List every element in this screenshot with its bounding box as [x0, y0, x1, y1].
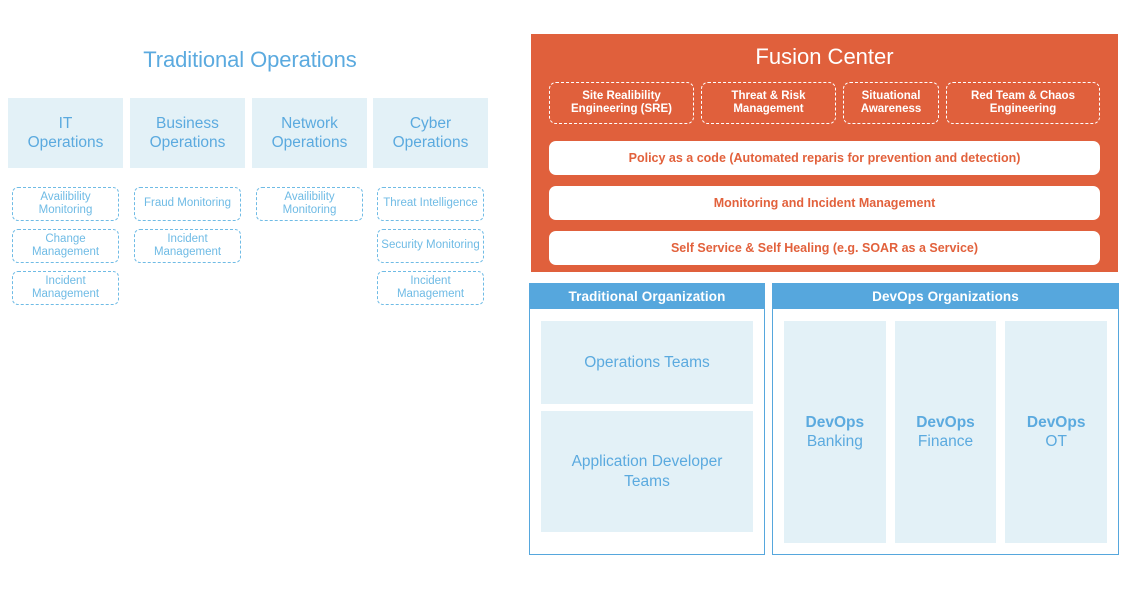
- traditional-column-business-operations: Business Operations Fraud Monitoring Inc…: [130, 98, 245, 263]
- list-item: Fraud Monitoring: [134, 187, 241, 221]
- devops-box-line2: Banking: [806, 433, 863, 450]
- fusion-center-title: Fusion Center: [755, 44, 894, 69]
- org-box-operations-teams: Operations Teams: [541, 321, 753, 404]
- column-header-cyber-operations: Cyber Operations: [373, 98, 488, 168]
- column-header-line2: Operations: [149, 134, 226, 151]
- column-header-line1: IT: [58, 115, 73, 132]
- column-header-it-operations: IT Operations: [8, 98, 123, 168]
- devops-organizations-body: DevOps Banking DevOps Finance DevOps OT: [773, 309, 1118, 554]
- org-box-devops-banking: DevOps Banking: [784, 321, 886, 543]
- devops-box-line1: DevOps: [916, 414, 975, 431]
- devops-organizations-panel: DevOps Organizations DevOps Banking DevO…: [772, 283, 1119, 555]
- devops-box-line2: OT: [1045, 433, 1067, 450]
- list-item: Security Monitoring: [377, 229, 484, 263]
- column-items-it-operations: Availibility Monitoring Change Managemen…: [8, 187, 123, 305]
- traditional-column-cyber-operations: Cyber Operations Threat Intelligence Sec…: [373, 98, 488, 305]
- traditional-operations-section: Traditional Operations IT Operations Ava…: [0, 0, 510, 340]
- list-item: Availibility Monitoring: [256, 187, 363, 221]
- column-header-line2: Operations: [271, 134, 348, 151]
- capability-bar-self-service-and-self-healing: Self Service & Self Healing (e.g. SOAR a…: [549, 231, 1100, 265]
- list-item: Availibility Monitoring: [12, 187, 119, 221]
- column-items-business-operations: Fraud Monitoring Incident Management: [130, 187, 245, 263]
- list-item: Threat Intelligence: [377, 187, 484, 221]
- org-box-application-developer-teams: Application Developer Teams: [541, 411, 753, 532]
- fusion-center-pillars: Site Realibility Engineering (SRE) Threa…: [549, 82, 1100, 124]
- devops-box-line1: DevOps: [805, 414, 865, 431]
- traditional-column-network-operations: Network Operations Availibility Monitori…: [252, 98, 367, 221]
- fusion-center-capability-bars: Policy as a code (Automated reparis for …: [549, 141, 1100, 265]
- devops-box-line2: Finance: [917, 433, 974, 450]
- column-header-line1: Business: [156, 115, 219, 132]
- column-header-line1: Network: [281, 115, 338, 132]
- column-header-network-operations: Network Operations: [252, 98, 367, 168]
- pillar-red-team-and-chaos-engineering: Red Team & Chaos Engineering: [946, 82, 1100, 124]
- column-header-line1: Cyber: [409, 115, 452, 132]
- pillar-situational-awareness: Situational Awareness: [843, 82, 939, 124]
- column-header-line2: Operations: [27, 134, 104, 151]
- org-box-devops-finance: DevOps Finance: [894, 321, 997, 543]
- capability-bar-policy-as-a-code: Policy as a code (Automated reparis for …: [549, 141, 1100, 175]
- devops-organizations-header: DevOps Organizations: [773, 284, 1118, 309]
- column-items-network-operations: Availibility Monitoring: [252, 187, 367, 221]
- fusion-center-panel: Fusion Center Site Realibility Engineeri…: [531, 34, 1118, 272]
- traditional-organization-header: Traditional Organization: [530, 284, 764, 309]
- column-header-line2: Operations: [392, 134, 469, 151]
- traditional-organization-panel: Traditional Organization Operations Team…: [529, 283, 765, 555]
- capability-bar-monitoring-and-incident-management: Monitoring and Incident Management: [549, 186, 1100, 220]
- list-item: Incident Management: [12, 271, 119, 305]
- pillar-site-reliability-engineering: Site Realibility Engineering (SRE): [549, 82, 694, 124]
- org-box-devops-ot: DevOps OT: [1005, 321, 1108, 543]
- column-header-business-operations: Business Operations: [130, 98, 245, 168]
- traditional-organization-body: Operations Teams Application Developer T…: [530, 309, 764, 554]
- pillar-threat-and-risk-management: Threat & Risk Management: [701, 82, 836, 124]
- traditional-column-it-operations: IT Operations Availibility Monitoring Ch…: [8, 98, 123, 305]
- devops-box-line1: DevOps: [1026, 414, 1086, 431]
- list-item: Incident Management: [134, 229, 241, 263]
- column-items-cyber-operations: Threat Intelligence Security Monitoring …: [373, 187, 488, 305]
- list-item: Change Management: [12, 229, 119, 263]
- traditional-operations-title: Traditional Operations: [143, 47, 357, 72]
- list-item: Incident Management: [377, 271, 484, 305]
